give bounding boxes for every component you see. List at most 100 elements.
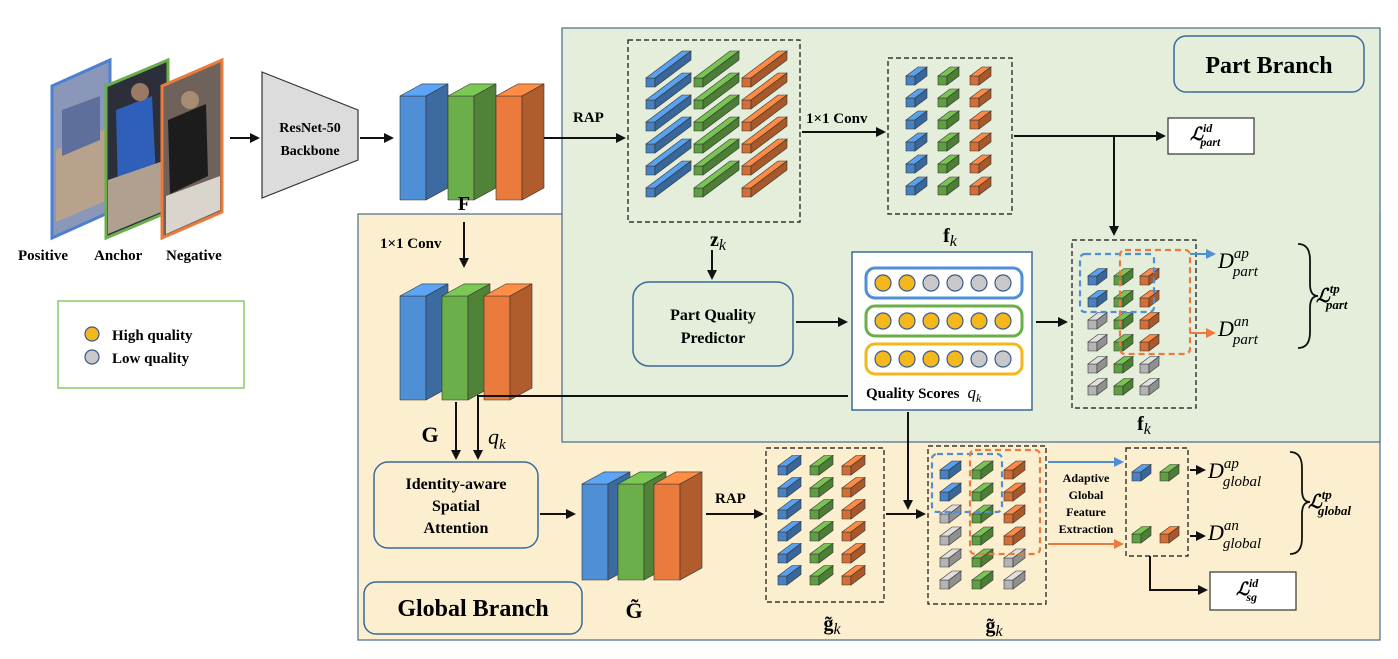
fk-cube-r3-c2-front xyxy=(969,141,980,152)
fk2-cube-r2-c0-front xyxy=(1087,319,1098,330)
fk-cube-r0-c2-front xyxy=(969,75,980,86)
fk2-cube-r5-c0-front xyxy=(1087,385,1098,396)
gk2-cube-r2-c1-front xyxy=(971,513,982,524)
gk-cube-r3-c2-side xyxy=(850,520,866,542)
fk2-cube-r2-c2-side xyxy=(1148,311,1160,330)
legend-low: Low quality xyxy=(112,351,190,367)
zk-cube-r5-c2 xyxy=(741,160,788,198)
channel-blue-front xyxy=(399,95,427,201)
rap-label-2: RAP xyxy=(715,491,746,507)
fk-cube-r4-c1-side xyxy=(946,154,960,174)
zk-cube-r0-c1-side xyxy=(702,50,740,88)
quality-dot-high xyxy=(874,350,892,368)
zk-cube-r2-c1 xyxy=(693,94,740,132)
fk-cube-r2-c0-front xyxy=(905,119,916,130)
fk-cube-r1-c1-side xyxy=(946,88,960,108)
zk-cube-r2-c2-side xyxy=(750,94,788,132)
anchor-negative-highlight xyxy=(1118,248,1192,356)
zk-cube-r3-c1-front xyxy=(693,143,704,154)
fk2-cube-r0-c0-side xyxy=(1096,267,1108,286)
gk2-cube-r0-c2-front xyxy=(1003,469,1014,480)
global-branch-title-box xyxy=(363,581,583,635)
zk-cube-r2-c1-side xyxy=(702,94,740,132)
zk-cube-r3-c1 xyxy=(693,116,740,154)
part-branch-title-box xyxy=(1173,35,1365,93)
channel-blue xyxy=(399,283,449,401)
gk2-box xyxy=(927,445,1047,605)
zk-cube-r4-c1 xyxy=(693,138,740,176)
gk2-cube-r3-c0 xyxy=(939,526,962,546)
gk2-cube-r5-c0-side xyxy=(948,570,962,590)
fk2-cube-r3-c2 xyxy=(1139,333,1160,352)
gk-cube-r1-c2 xyxy=(841,476,866,498)
fk-cube-r1-c0-front xyxy=(905,97,916,108)
gk2-cube-r3-c1 xyxy=(971,526,994,546)
quality-dot-high xyxy=(898,274,916,292)
zk-cube-r3-c1-side xyxy=(702,116,740,154)
fk-cube-r0-c2-side xyxy=(978,66,992,86)
channel-orange-front xyxy=(653,483,681,581)
fk-cube-r1-c1-front xyxy=(937,97,948,108)
gk-cube-r5-c2-side xyxy=(850,564,866,586)
gk-cube-r3-c2-front xyxy=(841,531,852,542)
gk2-cube-r4-c0-front xyxy=(939,557,950,568)
fk2-cube-r4-c0 xyxy=(1087,355,1108,374)
fk-cube-r0-c1 xyxy=(937,66,960,86)
zk-cube-r1-c0-side xyxy=(654,72,692,110)
gk-cube-r0-c1 xyxy=(809,454,834,476)
label-fk2: fk xyxy=(1137,413,1152,438)
quality-dot-high xyxy=(898,312,916,330)
gk2-cube-r2-c0-side xyxy=(948,504,962,524)
fk2-cube-r0-c2-front xyxy=(1139,275,1150,286)
fk2-cube-r0-c1-front xyxy=(1113,275,1124,286)
fk-cube-r3-c1-front xyxy=(937,141,948,152)
fk2-box xyxy=(1071,239,1197,409)
channel-orange-side xyxy=(679,471,703,581)
zk-cube-r0-c0-front xyxy=(645,77,656,88)
fk2-cube-r2-c1-front xyxy=(1113,319,1124,330)
loss-part-id-box xyxy=(1167,117,1255,155)
pair-an-orange-side xyxy=(1168,525,1180,544)
fk-cube-r3-c1-side xyxy=(946,132,960,152)
fk-cube-r1-c0 xyxy=(905,88,928,108)
gk2-cube-r2-c2-front xyxy=(1003,513,1014,524)
feature-map-G-tilde xyxy=(581,471,703,581)
channel-orange xyxy=(495,83,545,201)
channel-orange xyxy=(653,471,703,581)
fk2-cube-r4-c2-front xyxy=(1139,363,1150,374)
zk-cube-r4-c2 xyxy=(741,138,788,176)
gk2-cube-r3-c2-side xyxy=(1012,526,1026,546)
rap-label-1: RAP xyxy=(573,110,604,126)
fk-box xyxy=(887,57,1013,215)
gk-cube-r3-c1 xyxy=(809,520,834,542)
gk2-cube-r1-c0-side xyxy=(948,482,962,502)
fk2-cube-r4-c2-side xyxy=(1148,355,1160,374)
fk-cube-r4-c1 xyxy=(937,154,960,174)
fk-cube-r5-c2 xyxy=(969,176,992,196)
fk-weighted-features xyxy=(1087,267,1160,396)
legend-box xyxy=(57,300,245,389)
fk2-cube-r5-c0-side xyxy=(1096,377,1108,396)
gk2-cube-r2-c2 xyxy=(1003,504,1026,524)
gk-cube-r4-c1 xyxy=(809,542,834,564)
fk2-cube-r4-c1 xyxy=(1113,355,1134,374)
part-quality-predictor xyxy=(632,281,794,367)
backbone: ResNet-50 Backbone xyxy=(261,71,359,199)
zk-cube-r4-c2-front xyxy=(741,165,752,176)
legend: High quality Low quality xyxy=(57,300,245,389)
zk-cube-r2-c0-front xyxy=(645,121,656,132)
fk-cube-r5-c0 xyxy=(905,176,928,196)
gk-cube-r3-c2 xyxy=(841,520,866,542)
fk-cube-r5-c1-front xyxy=(937,185,948,196)
fk2-cube-r4-c1-front xyxy=(1113,363,1124,374)
fk2-cube-r5-c1 xyxy=(1113,377,1134,396)
gk2-cube-r3-c2 xyxy=(1003,526,1026,546)
agfe-line1: Adaptive xyxy=(1063,471,1110,485)
zk-cube-r4-c2-side xyxy=(750,138,788,176)
arrow-qk-isa xyxy=(473,395,848,460)
fk-cube-r1-c2-front xyxy=(969,97,980,108)
zk-cube-r5-c0 xyxy=(645,160,692,198)
channel-green xyxy=(447,83,497,201)
fk2-cube-r1-c2-front xyxy=(1139,297,1150,308)
gk-cube-r5-c1 xyxy=(809,564,834,586)
